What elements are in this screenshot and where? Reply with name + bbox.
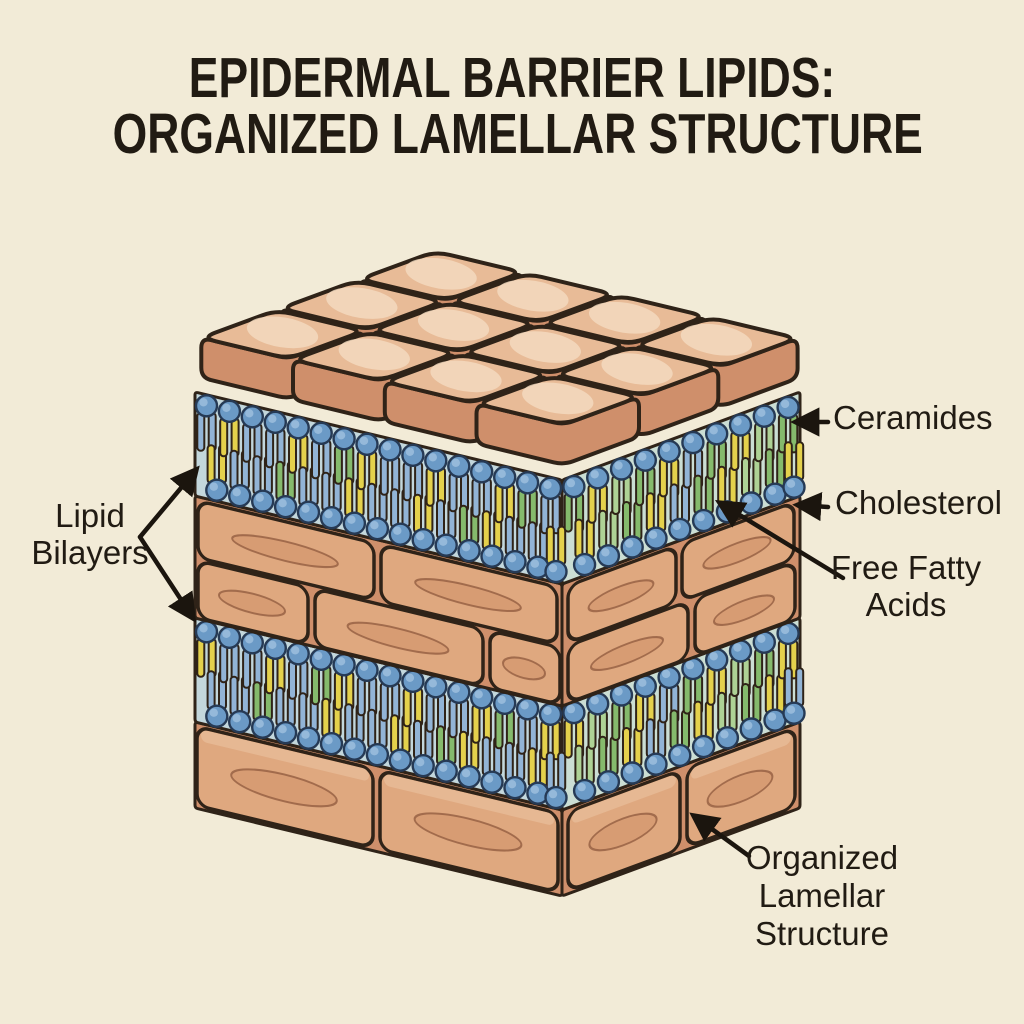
annotation-arrow <box>715 499 846 581</box>
annotation-arrows <box>137 407 846 859</box>
annotation-arrow <box>792 491 831 522</box>
lipid-bilayer-2 <box>193 617 806 811</box>
label-lipid-bilayers-line2: Bilayers <box>31 534 149 571</box>
label-ols-line3: Structure <box>755 915 889 952</box>
lipid-bilayer-1 <box>193 391 806 585</box>
label-organized-lamellar-structure: Organized Lamellar Structure <box>722 839 922 953</box>
label-ffa-line2: Acids <box>865 586 947 623</box>
label-ols-line1: Organized <box>745 839 899 876</box>
label-ceramides: Ceramides <box>833 399 993 436</box>
label-lipid-bilayers-line1: Lipid <box>55 497 125 534</box>
title-line-2: ORGANIZED LAMELLAR STRUCTURE <box>112 102 923 166</box>
label-lipid-bilayers: Lipid Bilayers <box>22 497 158 571</box>
label-free-fatty-acids: Free Fatty Acids <box>820 549 992 623</box>
annotation-arrow <box>689 812 752 859</box>
annotation-arrow <box>137 465 200 540</box>
annotation-arrow <box>137 534 197 623</box>
page-title: EPIDERMAL BARRIER LIPIDS: ORGANIZED LAME… <box>0 46 1024 166</box>
label-ffa-line1: Free Fatty <box>830 549 982 586</box>
label-ols-line2: Lamellar <box>758 877 886 914</box>
title-line-1: EPIDERMAL BARRIER LIPIDS: <box>188 46 836 110</box>
label-cholesterol: Cholesterol <box>835 484 1002 521</box>
corneocyte-layer-top <box>199 251 800 466</box>
